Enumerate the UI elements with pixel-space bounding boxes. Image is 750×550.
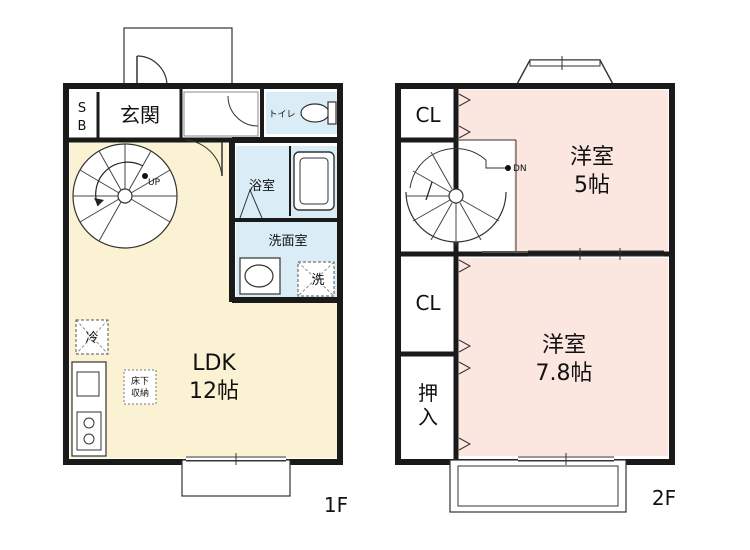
toilet-bowl — [300, 103, 330, 123]
balcony-1f — [181, 459, 291, 497]
entrance-porch — [123, 27, 233, 87]
closet-door-marks — [458, 93, 472, 451]
fridge-diag-2 — [75, 319, 109, 355]
washer-diag-2 — [297, 261, 335, 297]
washroom-label: 洗面室 — [268, 233, 307, 249]
floor-1-label: 1F — [324, 493, 348, 517]
sb-label-top: S — [78, 101, 86, 116]
fridge-label: 冷 — [85, 331, 98, 346]
spiral-stair-2f — [405, 147, 511, 246]
ldk-door-swing — [185, 139, 223, 177]
bath-door — [239, 188, 263, 219]
bath-label: 浴室 — [249, 178, 275, 194]
stair-dn-label: DN — [513, 164, 527, 174]
underfloor-label-1: 床下 — [131, 375, 149, 387]
western-room-bottom-area — [458, 258, 668, 456]
balcony-2f — [449, 459, 627, 513]
entrance-hall — [183, 91, 259, 137]
kitchen-sink — [76, 371, 100, 397]
ldk-size-label: 12帖 — [189, 379, 239, 404]
ldk-label: LDK — [192, 351, 236, 376]
toilet-door-swing — [227, 95, 259, 127]
room-top-size-label: 5帖 — [574, 173, 610, 198]
toilet-tank — [327, 101, 337, 125]
floor-1-plan: S B 玄関 トイレ 浴室 洗面室 洗 冷 床下 収納 LDK 12帖 UP 1… — [63, 27, 348, 517]
bay-window-frame — [529, 59, 601, 67]
entrance-label: 玄関 — [120, 103, 160, 127]
room-bottom-name-label: 洋室 — [542, 333, 586, 358]
oshiire-label-2: 入 — [418, 405, 438, 429]
closet-top-label: CL — [415, 103, 441, 127]
underfloor-storage — [123, 369, 157, 405]
washer-label: 洗 — [311, 273, 324, 288]
room-top-name-label: 洋室 — [570, 145, 614, 170]
washer-diag-1 — [297, 261, 335, 297]
entrance-door-swing — [136, 55, 168, 87]
washbasin-bowl — [244, 264, 274, 288]
room-bottom-size-label: 7.8帖 — [536, 361, 593, 386]
oshiire-label-1: 押 — [418, 381, 438, 405]
fridge-diag-1 — [75, 319, 109, 355]
balcony-2f-inner — [457, 465, 619, 507]
burner-1 — [83, 417, 95, 429]
spiral-stair-1f — [72, 143, 178, 249]
toilet-label: トイレ — [268, 110, 295, 120]
burner-2 — [83, 433, 95, 445]
bathtub-inner — [299, 157, 329, 205]
bathtub — [293, 151, 335, 211]
closet-mid-label: CL — [415, 291, 441, 315]
floor-2-label: 2F — [652, 486, 676, 510]
floor-2-plan: CL CL 押 入 洋室 5帖 洋室 7.8帖 DN 2F — [395, 56, 676, 513]
underfloor-label-2: 収納 — [131, 387, 149, 399]
sb-label-bottom: B — [78, 119, 87, 134]
stair-up-label: UP — [148, 178, 161, 188]
